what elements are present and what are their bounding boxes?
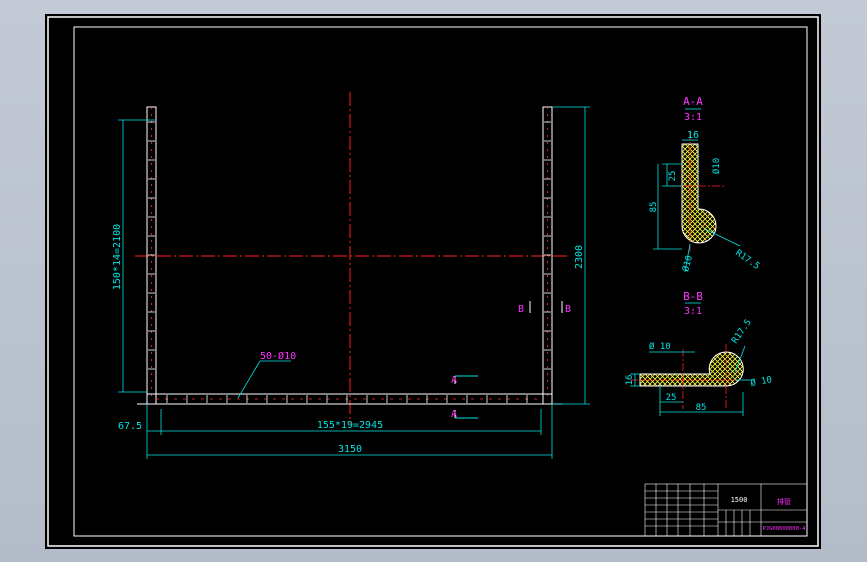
cad-viewport[interactable]: 150*14=2100 2300 155*19=2945 3150 67.5 5…	[45, 14, 821, 549]
section-b-view	[630, 302, 753, 416]
title-block	[644, 483, 808, 537]
title-block-material: 1500	[731, 496, 748, 504]
left-dimension-text: 150*14=2100	[112, 224, 123, 290]
section-b-25: 25	[666, 393, 677, 403]
outer-frame	[47, 16, 819, 547]
bottom-pitch-text: 155*19=2945	[317, 420, 383, 431]
section-a-profile	[681, 143, 717, 244]
section-b-thickness: 16	[625, 375, 635, 386]
section-a-hole: Ø10	[711, 158, 722, 174]
cad-drawing: 150*14=2100 2300 155*19=2945 3150 67.5 5…	[47, 16, 819, 547]
section-b-radius: R17.5	[730, 318, 754, 346]
section-a-85: 85	[649, 202, 659, 213]
title-block-name: 排管	[777, 497, 791, 506]
section-a-hole-bottom: Ø10	[680, 254, 695, 273]
section-b-hole-left: Ø 10	[649, 341, 671, 352]
title-block-drawing-no: PJG00000000-4	[762, 526, 806, 532]
section-mark-b-right: B	[565, 304, 571, 315]
right-dimension-text: 2300	[574, 245, 585, 269]
bottom-pipe-run	[146, 393, 553, 405]
inner-frame	[73, 26, 808, 537]
section-mark-a-top: A	[451, 375, 457, 386]
bottom-total-text: 3150	[338, 444, 362, 455]
section-a-25: 25	[668, 171, 678, 182]
section-a-view	[653, 108, 741, 273]
section-a-title: A-A	[683, 95, 703, 108]
section-b-profile	[639, 351, 744, 387]
main-dimensions	[118, 106, 590, 459]
section-b-scale: 3:1	[684, 306, 702, 317]
section-mark-a-bottom: A	[451, 409, 457, 420]
section-a-width: 16	[687, 130, 699, 141]
section-a-radius: R17.5	[733, 248, 761, 272]
section-b-hole-right: Ø 10	[750, 374, 773, 389]
section-a-scale: 3:1	[684, 112, 702, 123]
hole-callout-text: 50-Ø10	[260, 350, 296, 362]
section-b-title: B-B	[683, 290, 703, 303]
bottom-offset-text: 67.5	[118, 421, 142, 432]
main-view	[135, 92, 570, 424]
section-b-85: 85	[696, 403, 707, 413]
section-mark-b-left: B	[518, 304, 524, 315]
